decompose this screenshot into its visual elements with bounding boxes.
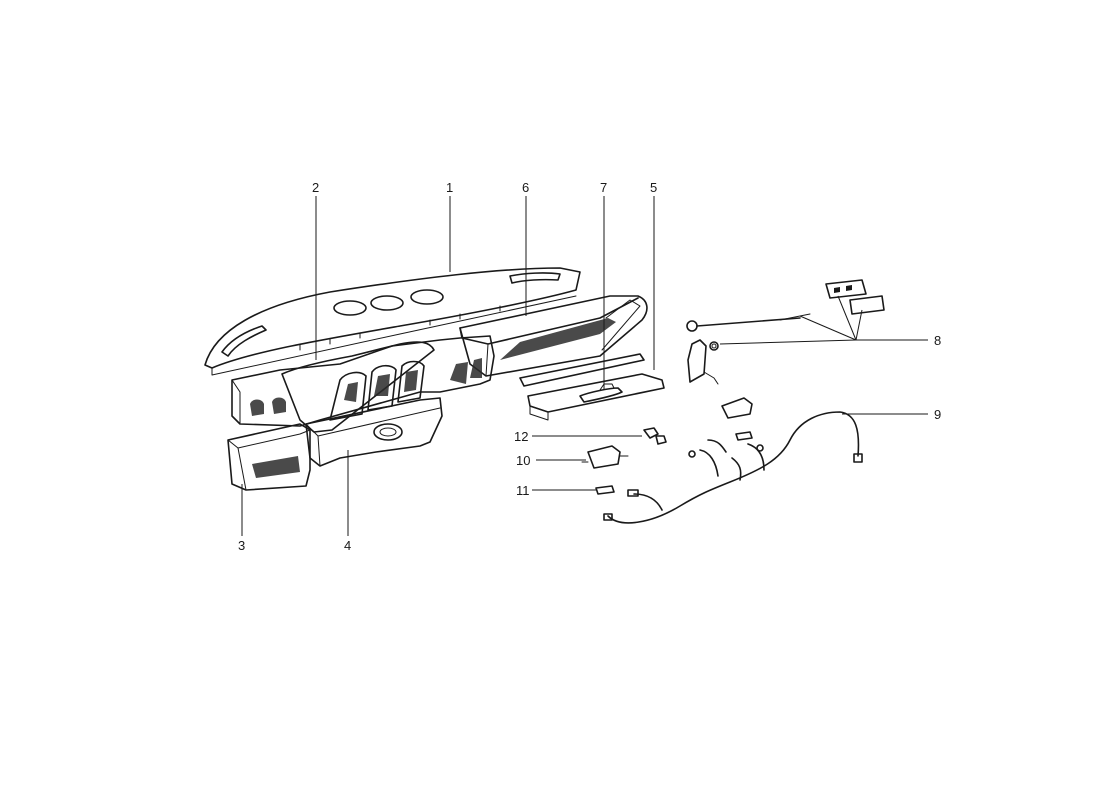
- callout-7: 7: [600, 180, 607, 195]
- part-3-side-vent-box[interactable]: [227, 423, 311, 491]
- part-1-dash-top-panel[interactable]: [204, 267, 581, 376]
- leader-lines: [241, 196, 928, 536]
- callout-9: 9: [934, 407, 941, 422]
- callout-10: 10: [516, 453, 530, 468]
- part-11-bulb[interactable]: [595, 485, 615, 495]
- part-2-instrument-housing[interactable]: [231, 335, 495, 433]
- callout-12: 12: [514, 429, 528, 444]
- callout-3: 3: [238, 538, 245, 553]
- part-4-lower-console[interactable]: [305, 397, 443, 467]
- callout-11: 11: [516, 483, 530, 498]
- callout-4: 4: [344, 538, 351, 553]
- callout-2: 2: [312, 180, 319, 195]
- callout-5: 5: [650, 180, 657, 195]
- callout-8: 8: [934, 333, 941, 348]
- part-5-trim-strip[interactable]: [519, 353, 645, 387]
- part-8-switch-assembly[interactable]: [686, 279, 885, 419]
- part-10-relay[interactable]: [581, 445, 629, 469]
- callout-6: 6: [522, 180, 529, 195]
- part-12-connector[interactable]: [643, 427, 667, 445]
- part-9-wiring-harness[interactable]: [603, 411, 863, 524]
- callout-1: 1: [446, 180, 453, 195]
- part-6-glovebox-lid[interactable]: [459, 295, 648, 377]
- part-7-tray[interactable]: [527, 373, 665, 421]
